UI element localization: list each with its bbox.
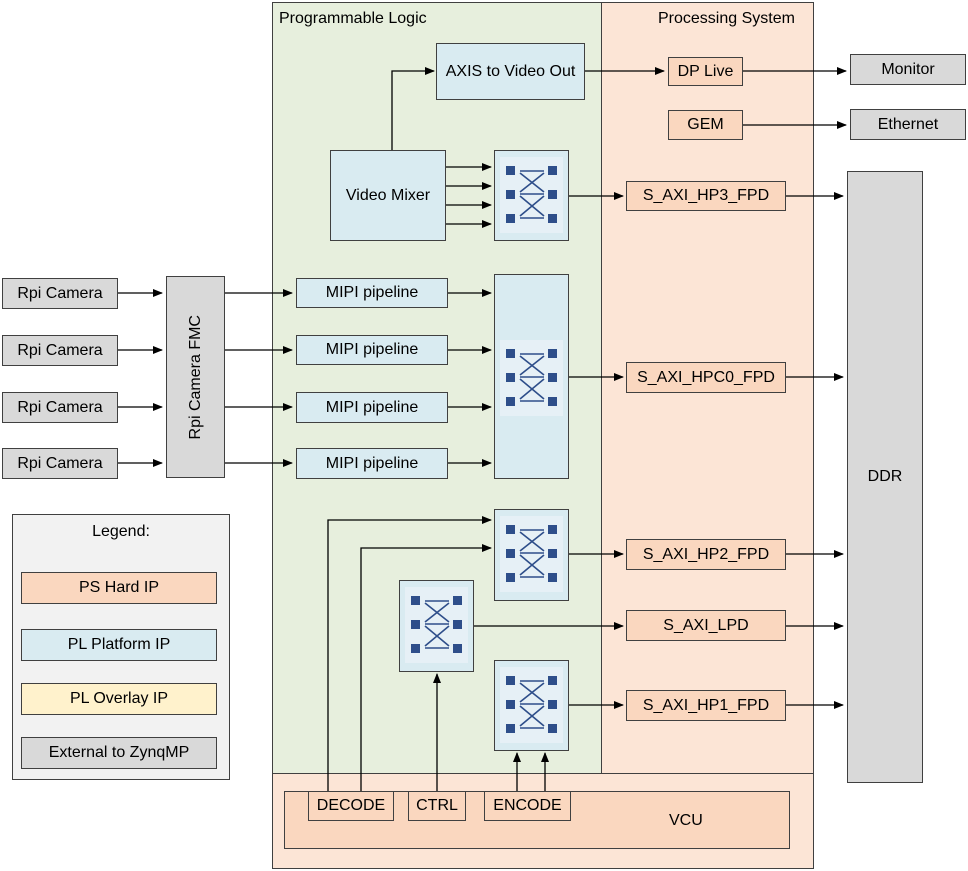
rpi-camera-block: Rpi Camera [2, 392, 118, 423]
ethernet-block: Ethernet [850, 109, 966, 140]
mipi-pipeline-block: MIPI pipeline [296, 278, 448, 308]
mipi-pipeline-block: MIPI pipeline [296, 448, 448, 479]
s-axi-lpd-block: S_AXI_LPD [626, 610, 786, 641]
gem-block: GEM [668, 110, 743, 140]
dp-live-block: DP Live [668, 57, 743, 86]
legend-ps-hard-ip: PS Hard IP [21, 572, 217, 604]
s-axi-hp2-fpd-block: S_AXI_HP2_FPD [626, 539, 786, 570]
encode-block: ENCODE [484, 791, 571, 821]
ctrl-block: CTRL [408, 791, 466, 821]
s-axi-hp3-fpd-block: S_AXI_HP3_FPD [626, 181, 786, 211]
interconnect-icon [500, 667, 563, 743]
mipi-pipeline-block: MIPI pipeline [296, 335, 448, 365]
interconnect-icon [500, 516, 563, 592]
legend-pl-overlay-ip: PL Overlay IP [21, 683, 217, 715]
legend-title: Legend: [92, 523, 150, 540]
programmable-logic-label: Programmable Logic [279, 10, 427, 27]
rpi-camera-fmc-label: Rpi Camera FMC [186, 314, 204, 440]
vcu-label: VCU [669, 812, 703, 829]
legend-external-to-zynqmp: External to ZynqMP [21, 737, 217, 769]
monitor-block: Monitor [850, 54, 966, 85]
rpi-camera-block: Rpi Camera [2, 448, 118, 479]
rpi-camera-block: Rpi Camera [2, 278, 118, 309]
interconnect-icon [405, 587, 468, 663]
rpi-camera-fmc-block: Rpi Camera FMC [166, 276, 225, 478]
interconnect-icon [500, 157, 563, 233]
interconnect-icon [500, 340, 563, 416]
ddr-block: DDR [847, 171, 923, 783]
axis-to-video-out-block: AXIS to Video Out [436, 43, 585, 100]
processing-system-label: Processing System [658, 10, 795, 27]
video-mixer-block: Video Mixer [330, 150, 446, 241]
decode-block: DECODE [308, 791, 394, 821]
legend-pl-platform-ip: PL Platform IP [21, 629, 217, 661]
s-axi-hpc0-fpd-block: S_AXI_HPC0_FPD [626, 362, 786, 393]
rpi-camera-block: Rpi Camera [2, 335, 118, 366]
mipi-pipeline-block: MIPI pipeline [296, 392, 448, 423]
s-axi-hp1-fpd-block: S_AXI_HP1_FPD [626, 690, 786, 721]
